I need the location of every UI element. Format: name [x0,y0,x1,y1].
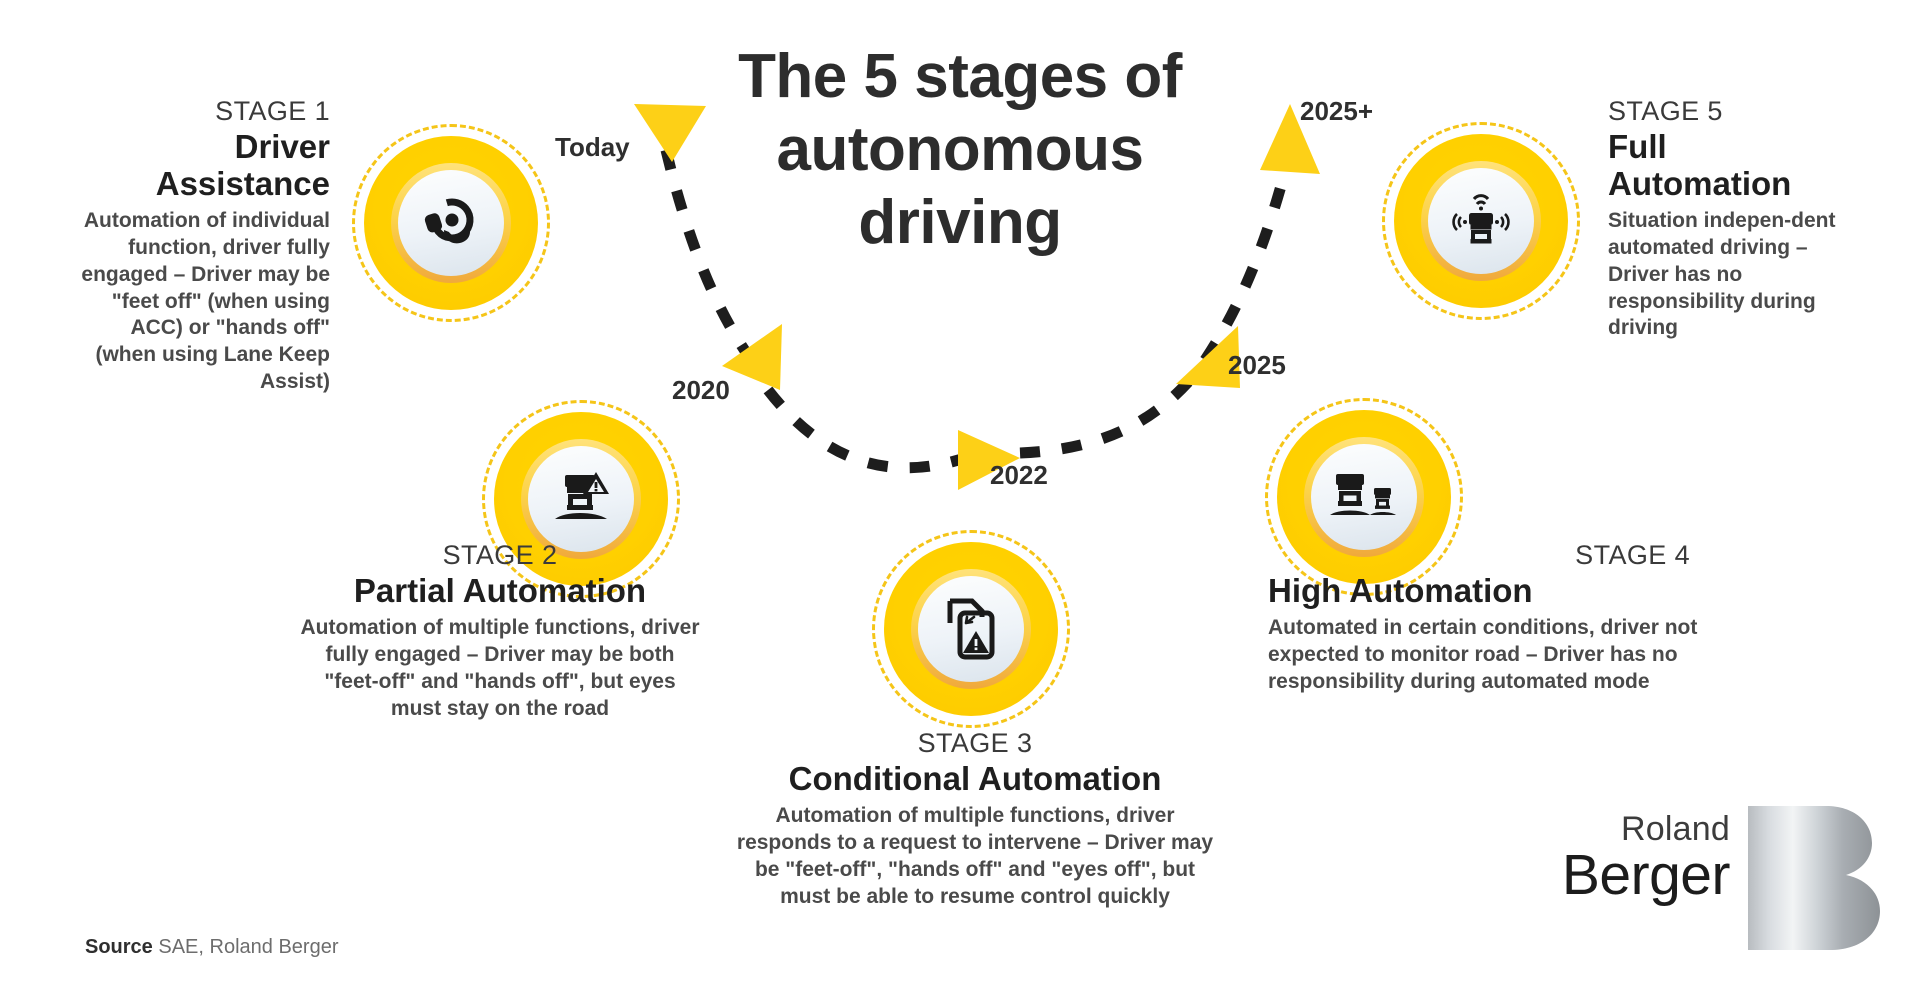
stage-4-node[interactable] [1265,398,1463,596]
stage-2-dashed-ring [482,400,680,598]
triangle-right-icon [958,430,1020,490]
timeline-label-today: Today [555,132,630,162]
stage-1-node[interactable] [352,124,550,322]
timeline-label-2025-plus: 2025+ [1300,96,1374,126]
stage-1-title-line-2: Assistance [155,164,330,202]
source-label: Source [85,936,153,958]
stage-1-title-line-1: Driver [234,128,330,165]
title-line-1: The 5 stages of [738,42,1182,111]
stage-2-description: Automation of multiple functions, driver… [300,615,700,720]
stage-2-text-block: STAGE 2 Partial Automation Automation of… [300,540,700,722]
source-value: SAE, Roland Berger [158,936,339,958]
logo-text-berger: Berger [1561,843,1731,907]
timeline-segment-2022-2025 [1019,376,1195,459]
steering-wheel-hands-icon [424,198,474,244]
stage-2-title: Partial Automation [353,572,647,609]
stage-5-kicker: STAGE 5 [1608,96,1723,126]
source-note: Source SAE, Roland Berger [85,936,338,959]
stage-3-description: Automation of multiple functions, driver… [736,803,1214,908]
stage-3-title: Conditional Automation [788,760,1162,797]
stage-1-dashed-ring [352,124,550,322]
timeline-label-2025: 2025 [1228,350,1286,380]
stage-4-kicker: STAGE 4 [1575,540,1690,570]
stage-3-icon-plate [918,576,1024,682]
triangle-up-right-icon [1176,326,1240,388]
stage-4-text-block: STAGE 4 High Automation Automated in cer… [1268,540,1738,696]
stage-2-node[interactable] [482,400,680,598]
stage-1-text-block: STAGE 1 Driver Assistance Automation of … [80,96,330,396]
logo-b-mark-icon [1748,806,1880,950]
stage-1-description: Automation of individual function, drive… [81,208,330,394]
stage-5-description: Situation indepen-dent automated driving… [1608,208,1836,340]
stage-5-icon-plate [1428,168,1534,274]
stage-5-title-line-1: Full [1608,128,1667,165]
stage-3-text-block: STAGE 3 Conditional Automation Automatio… [730,728,1220,910]
triangle-up-icon [1260,104,1320,174]
stage-2-kicker: STAGE 2 [442,540,558,570]
stage-2-icon-plate [528,446,634,552]
stage-5-dashed-ring [1382,122,1580,320]
timeline-label-2022: 2022 [990,460,1048,490]
stage-3-kicker: STAGE 3 [917,728,1033,758]
stage-5-title-line-2: Automation [1608,164,1792,202]
timeline-label-2020: 2020 [672,375,730,405]
stage-1-title: Driver Assistance [80,128,330,203]
stage-4-description: Automated in certain conditions, driver … [1268,615,1698,693]
stage-5-title: Full Automation [1608,128,1838,203]
triangle-down-right-icon [722,324,782,390]
stage-1-kicker: STAGE 1 [215,96,330,126]
title-line-3: driving [858,188,1062,258]
stage-4-icon-plate [1311,444,1417,550]
page-title: The 5 stages of autonomous driving [700,40,1220,259]
document-warning-icon [947,598,995,660]
stage-3-node[interactable] [872,530,1070,728]
roland-berger-logo: Roland Berger [1530,800,1890,955]
stage-4-dashed-ring [1265,398,1463,596]
title-line-2: autonomous [776,115,1144,185]
stage-5-node[interactable] [1382,122,1580,320]
triangle-down-icon [634,104,706,162]
stage-5-text-block: STAGE 5 Full Automation Situation indepe… [1608,96,1838,342]
stage-4-title: High Automation [1268,572,1533,609]
stage-1-icon-plate [398,170,504,276]
stage-3-dashed-ring [872,530,1070,728]
logo-text-roland: Roland [1621,810,1730,848]
truck-warning-icon [555,472,609,519]
two-trucks-platoon-icon [1330,474,1396,515]
connected-truck-icon [1452,194,1510,244]
timeline-segment-2020-2022 [763,386,970,474]
